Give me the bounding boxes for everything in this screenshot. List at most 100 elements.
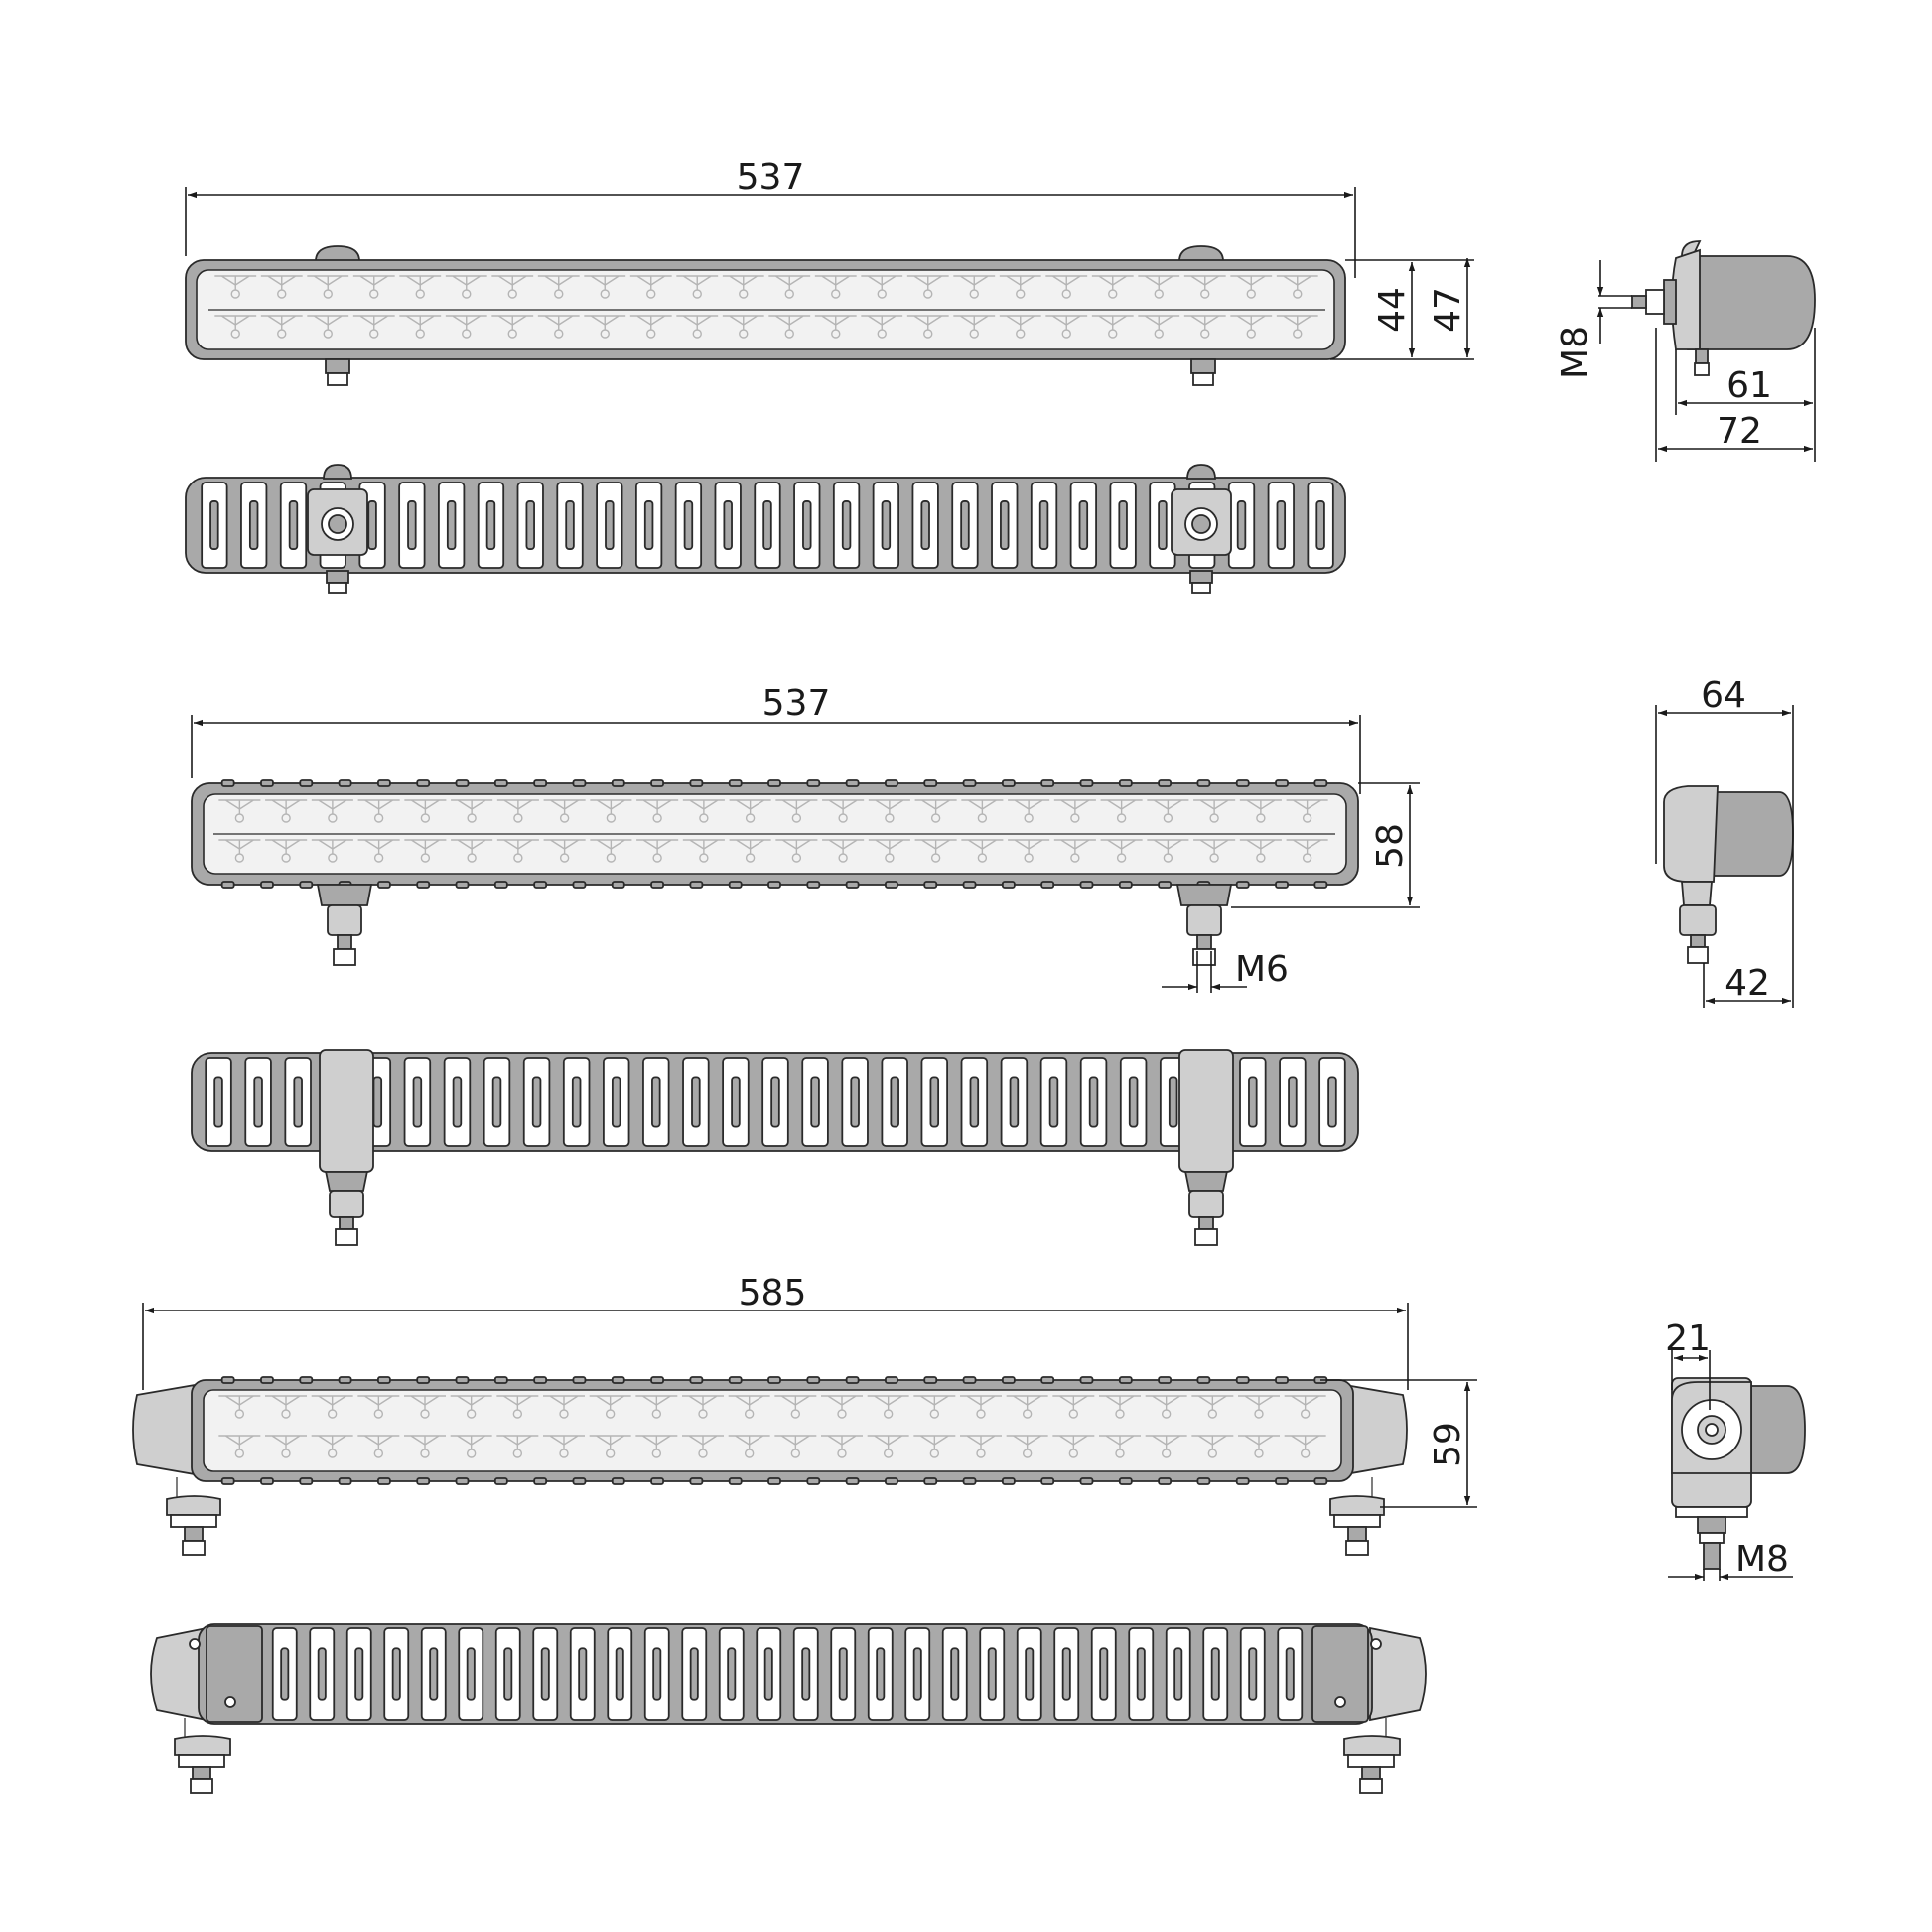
variant-a-side-depth-outer-label: 72	[1717, 411, 1762, 452]
led-reflector	[1286, 839, 1328, 854]
led-reflector	[496, 799, 539, 814]
led-reflector	[867, 1395, 909, 1410]
variant-c-side-view	[1671, 1377, 1806, 1570]
led-emitter	[784, 329, 794, 339]
variant-a-cooling-fins	[201, 482, 1334, 569]
led-reflector	[404, 1435, 446, 1449]
led-emitter	[559, 853, 570, 863]
fin-slot	[540, 1647, 550, 1701]
housing-ridge	[260, 881, 274, 889]
led-reflector	[961, 839, 1004, 854]
led-emitter	[1207, 1409, 1218, 1419]
fin-slot	[643, 500, 654, 550]
housing-ridge	[1275, 881, 1289, 889]
housing-ridge	[885, 1477, 898, 1485]
led-emitter	[929, 1449, 940, 1458]
led-emitter	[466, 1409, 477, 1419]
led-emitter	[373, 1449, 384, 1458]
led-reflector	[260, 315, 303, 330]
housing-ridge	[1235, 1376, 1250, 1384]
led-emitter	[977, 813, 988, 823]
fin-slot	[525, 500, 535, 550]
led-reflector	[861, 275, 903, 290]
fin-slot	[1168, 1076, 1178, 1128]
fin-slot	[727, 1647, 737, 1701]
led-reflector	[629, 275, 672, 290]
led-emitter	[230, 289, 240, 299]
led-reflector	[1053, 839, 1096, 854]
led-reflector	[1230, 315, 1273, 330]
led-reflector	[214, 315, 257, 330]
housing-ridge	[1040, 1477, 1055, 1485]
led-emitter	[791, 813, 802, 823]
led-reflector	[629, 315, 672, 330]
led-reflector	[357, 1395, 400, 1410]
led-emitter	[373, 813, 384, 823]
led-reflector	[265, 1435, 307, 1449]
led-emitter	[327, 1449, 338, 1458]
housing-ridge	[1118, 1376, 1133, 1384]
led-emitter	[1016, 329, 1026, 339]
housing-ridge	[260, 1477, 274, 1485]
housing-ridge	[493, 1376, 508, 1384]
housing-ridge	[728, 881, 743, 889]
led-emitter	[790, 1409, 801, 1419]
housing-ridge	[1079, 1376, 1094, 1384]
led-reflector	[491, 315, 534, 330]
led-emitter	[513, 813, 523, 823]
variant-a-back-view	[185, 464, 1346, 594]
led-reflector	[543, 839, 586, 854]
led-emitter	[739, 329, 749, 339]
variant-b-mount-left	[316, 884, 373, 966]
led-emitter	[600, 329, 610, 339]
led-reflector	[1147, 839, 1189, 854]
fin-slot	[1327, 1076, 1337, 1128]
led-reflector	[537, 315, 580, 330]
fin-slot	[407, 500, 417, 550]
led-reflector	[1276, 315, 1318, 330]
led-reflector	[1008, 799, 1050, 814]
led-reflector	[584, 275, 626, 290]
housing-ridge	[845, 1376, 860, 1384]
led-reflector	[635, 1435, 678, 1449]
led-emitter	[369, 329, 379, 339]
led-reflector	[491, 275, 534, 290]
led-reflector	[1045, 275, 1088, 290]
housing-ridge	[533, 779, 548, 787]
led-emitter	[923, 289, 933, 299]
led-reflector	[913, 1395, 956, 1410]
led-reflector	[1239, 839, 1282, 854]
led-reflector	[311, 799, 353, 814]
housing-ridge	[1079, 1477, 1094, 1485]
led-reflector	[1099, 1395, 1141, 1410]
led-emitter	[930, 853, 941, 863]
variant-b-side-dimensions: 64 42	[1655, 675, 1794, 1008]
led-emitter	[420, 813, 431, 823]
led-emitter	[1115, 1409, 1125, 1419]
housing-ridge	[806, 881, 821, 889]
housing-ridge	[1118, 1477, 1133, 1485]
housing-ridge	[416, 1376, 431, 1384]
led-emitter	[512, 1409, 523, 1419]
housing-ridge	[1196, 1376, 1211, 1384]
housing-ridge	[1118, 881, 1133, 889]
housing-ridge	[1001, 779, 1016, 787]
led-emitter	[559, 1449, 569, 1458]
fin-slot	[838, 1647, 848, 1701]
fin-slot	[950, 1647, 960, 1701]
housing-ridge	[1313, 1477, 1328, 1485]
fin-slot	[213, 1076, 223, 1128]
housing-ridge	[650, 1376, 664, 1384]
led-emitter	[1115, 1449, 1125, 1458]
housing-ridge	[806, 1477, 821, 1485]
fin-slot	[683, 500, 694, 550]
led-reflector	[999, 315, 1041, 330]
housing-ridge	[923, 1376, 938, 1384]
led-emitter	[1254, 1409, 1264, 1419]
fin-slot	[770, 1076, 780, 1128]
led-reflector	[1191, 1395, 1234, 1410]
fin-slot	[762, 500, 772, 550]
led-reflector	[496, 1435, 539, 1449]
led-emitter	[559, 813, 570, 823]
